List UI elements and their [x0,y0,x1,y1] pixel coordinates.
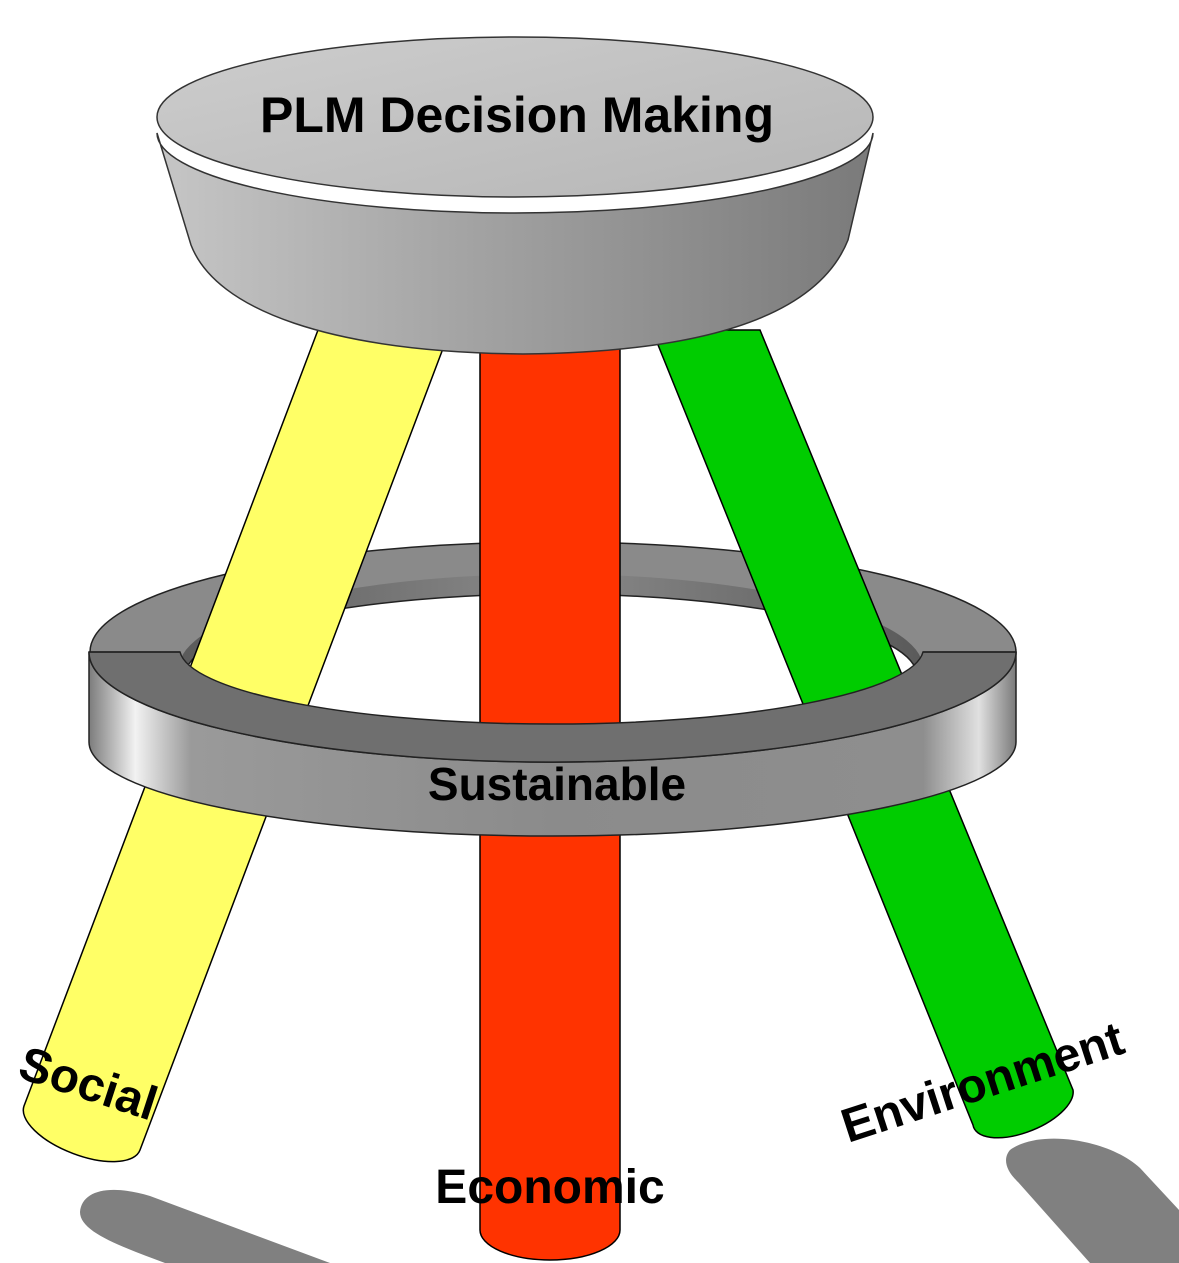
seat [156,36,874,355]
ring-label: Sustainable [428,758,686,810]
seat-label: PLM Decision Making [260,87,774,143]
seat-top [156,36,874,198]
floor-shadows [80,1138,1179,1263]
social-leg-shadow [80,1189,330,1263]
ring-front [88,651,1017,837]
seat-side [156,132,874,355]
ring-front-top [88,651,1017,763]
economic-label: Economic [435,1161,664,1214]
environment-leg-shadow [1006,1138,1179,1263]
